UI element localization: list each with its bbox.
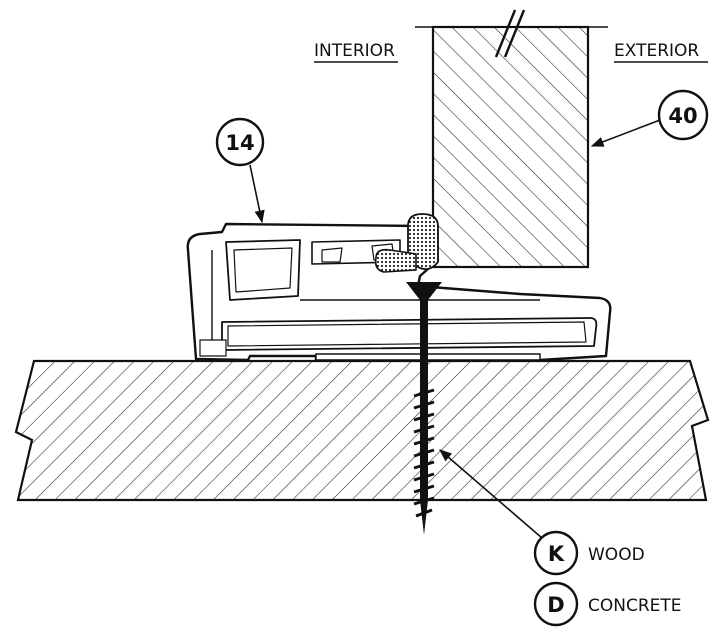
callout-d-text: D [547,593,564,617]
callout-14: 14 [215,117,265,224]
screw-fastener [406,282,442,535]
callout-k: K [533,530,579,576]
legend-concrete: CONCRETE [588,596,682,616]
screw-leader [439,449,543,539]
callout-40-text: 40 [668,104,697,128]
break-mark [503,9,526,58]
legend-wood: WOOD [588,545,645,565]
substrate-slab [14,359,710,502]
frame-profile [186,213,612,362]
callout-d: D [533,581,579,627]
interior-label: INTERIOR [314,41,395,61]
exterior-label: EXTERIOR [614,41,699,61]
break-mark [494,9,517,58]
callout-14-text: 14 [225,131,254,155]
panel-block [415,9,608,269]
callout-k-text: K [548,542,565,566]
callout-40: 40 [590,89,709,147]
